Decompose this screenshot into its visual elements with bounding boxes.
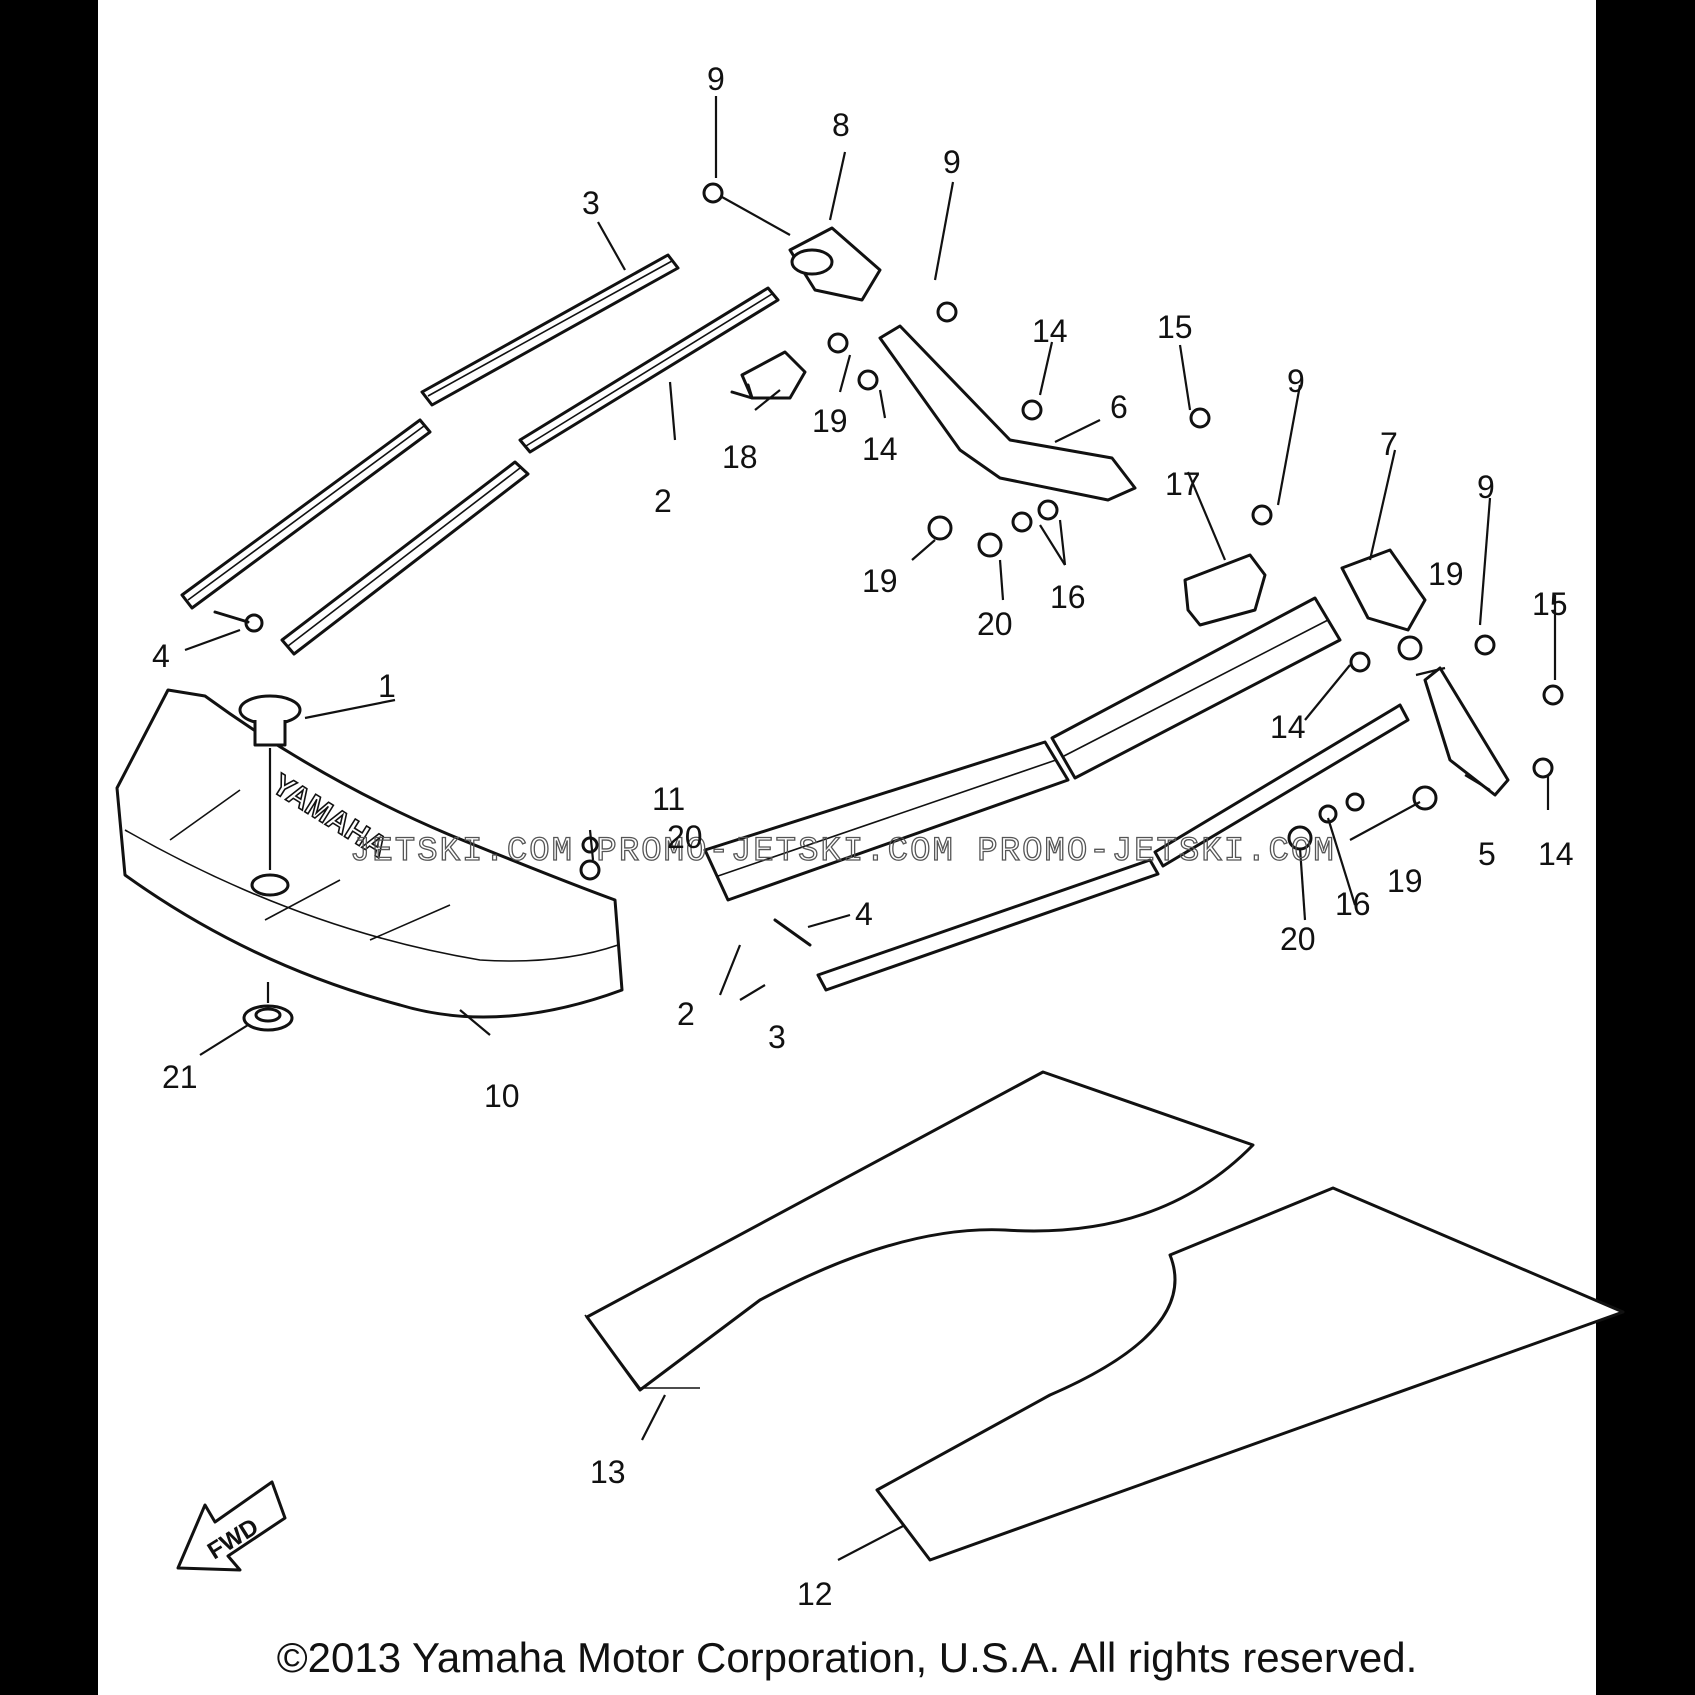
callout-20: 20: [1280, 921, 1316, 957]
callout-18: 18: [722, 439, 758, 475]
callout-1: 1: [378, 668, 396, 704]
callout-labels: 3 9 8 9 14 15 9 6 7 9 2 18 19 14 17 19 1…: [152, 61, 1574, 1612]
callout-2: 2: [654, 483, 672, 519]
part-6-bracket: [878, 324, 1137, 502]
callout-19: 19: [812, 403, 848, 439]
callout-4: 4: [855, 896, 873, 932]
callout-20: 20: [667, 819, 703, 855]
part-7-bracket: [1340, 548, 1427, 632]
callout-21: 21: [162, 1059, 198, 1095]
part-3-rail-upper: [180, 253, 680, 610]
part-3-rail-lower: [816, 703, 1410, 992]
callout-8: 8: [832, 107, 850, 143]
callout-6: 6: [1110, 389, 1128, 425]
callout-14: 14: [1270, 709, 1306, 745]
callout-10: 10: [484, 1078, 520, 1114]
callout-19: 19: [1428, 556, 1464, 592]
callout-13: 13: [590, 1454, 626, 1490]
callout-14: 14: [862, 431, 898, 467]
callout-15: 15: [1157, 309, 1193, 345]
callout-9: 9: [1477, 469, 1495, 505]
callout-9: 9: [943, 144, 961, 180]
callout-16: 16: [1050, 579, 1086, 615]
copyright-notice: ©2013 Yamaha Motor Corporation, U.S.A. A…: [276, 1634, 1418, 1681]
callout-11: 11: [652, 781, 685, 817]
callout-12: 12: [797, 1576, 833, 1612]
callout-14: 14: [1032, 313, 1068, 349]
callout-14: 14: [1538, 836, 1574, 872]
callout-9: 9: [1287, 363, 1305, 399]
callout-20: 20: [977, 606, 1013, 642]
part-8-bracket: [788, 226, 882, 302]
callout-7: 7: [1380, 426, 1398, 462]
callout-15: 15: [1532, 586, 1568, 622]
part-12-mat: [875, 1186, 1625, 1562]
watermark-text: JETSKI.COM PROMO-JETSKI.COM PROMO-JETSKI…: [350, 833, 1336, 871]
callout-17: 17: [1165, 466, 1201, 502]
part-13-mat: [584, 1070, 1255, 1392]
callout-16: 16: [1335, 886, 1371, 922]
hardware-fasteners: [213, 182, 1564, 947]
leader-lines: [184, 96, 1557, 1561]
callout-9: 9: [707, 61, 725, 97]
callout-5: 5: [1478, 836, 1496, 872]
part-1-cap: [238, 694, 302, 870]
part-17-clip: [1183, 553, 1267, 627]
callout-3: 3: [768, 1019, 786, 1055]
fwd-arrow: FWD: [176, 1480, 287, 1572]
part-21-grommet: [242, 982, 294, 1032]
callout-19: 19: [1387, 863, 1423, 899]
callout-19: 19: [862, 563, 898, 599]
callout-4: 4: [152, 638, 170, 674]
part-2-rail-lower: [703, 596, 1342, 902]
callout-2: 2: [677, 996, 695, 1032]
part-2-rail-upper: [280, 286, 780, 656]
part-18-clip: [730, 350, 807, 400]
callout-3: 3: [582, 185, 600, 221]
